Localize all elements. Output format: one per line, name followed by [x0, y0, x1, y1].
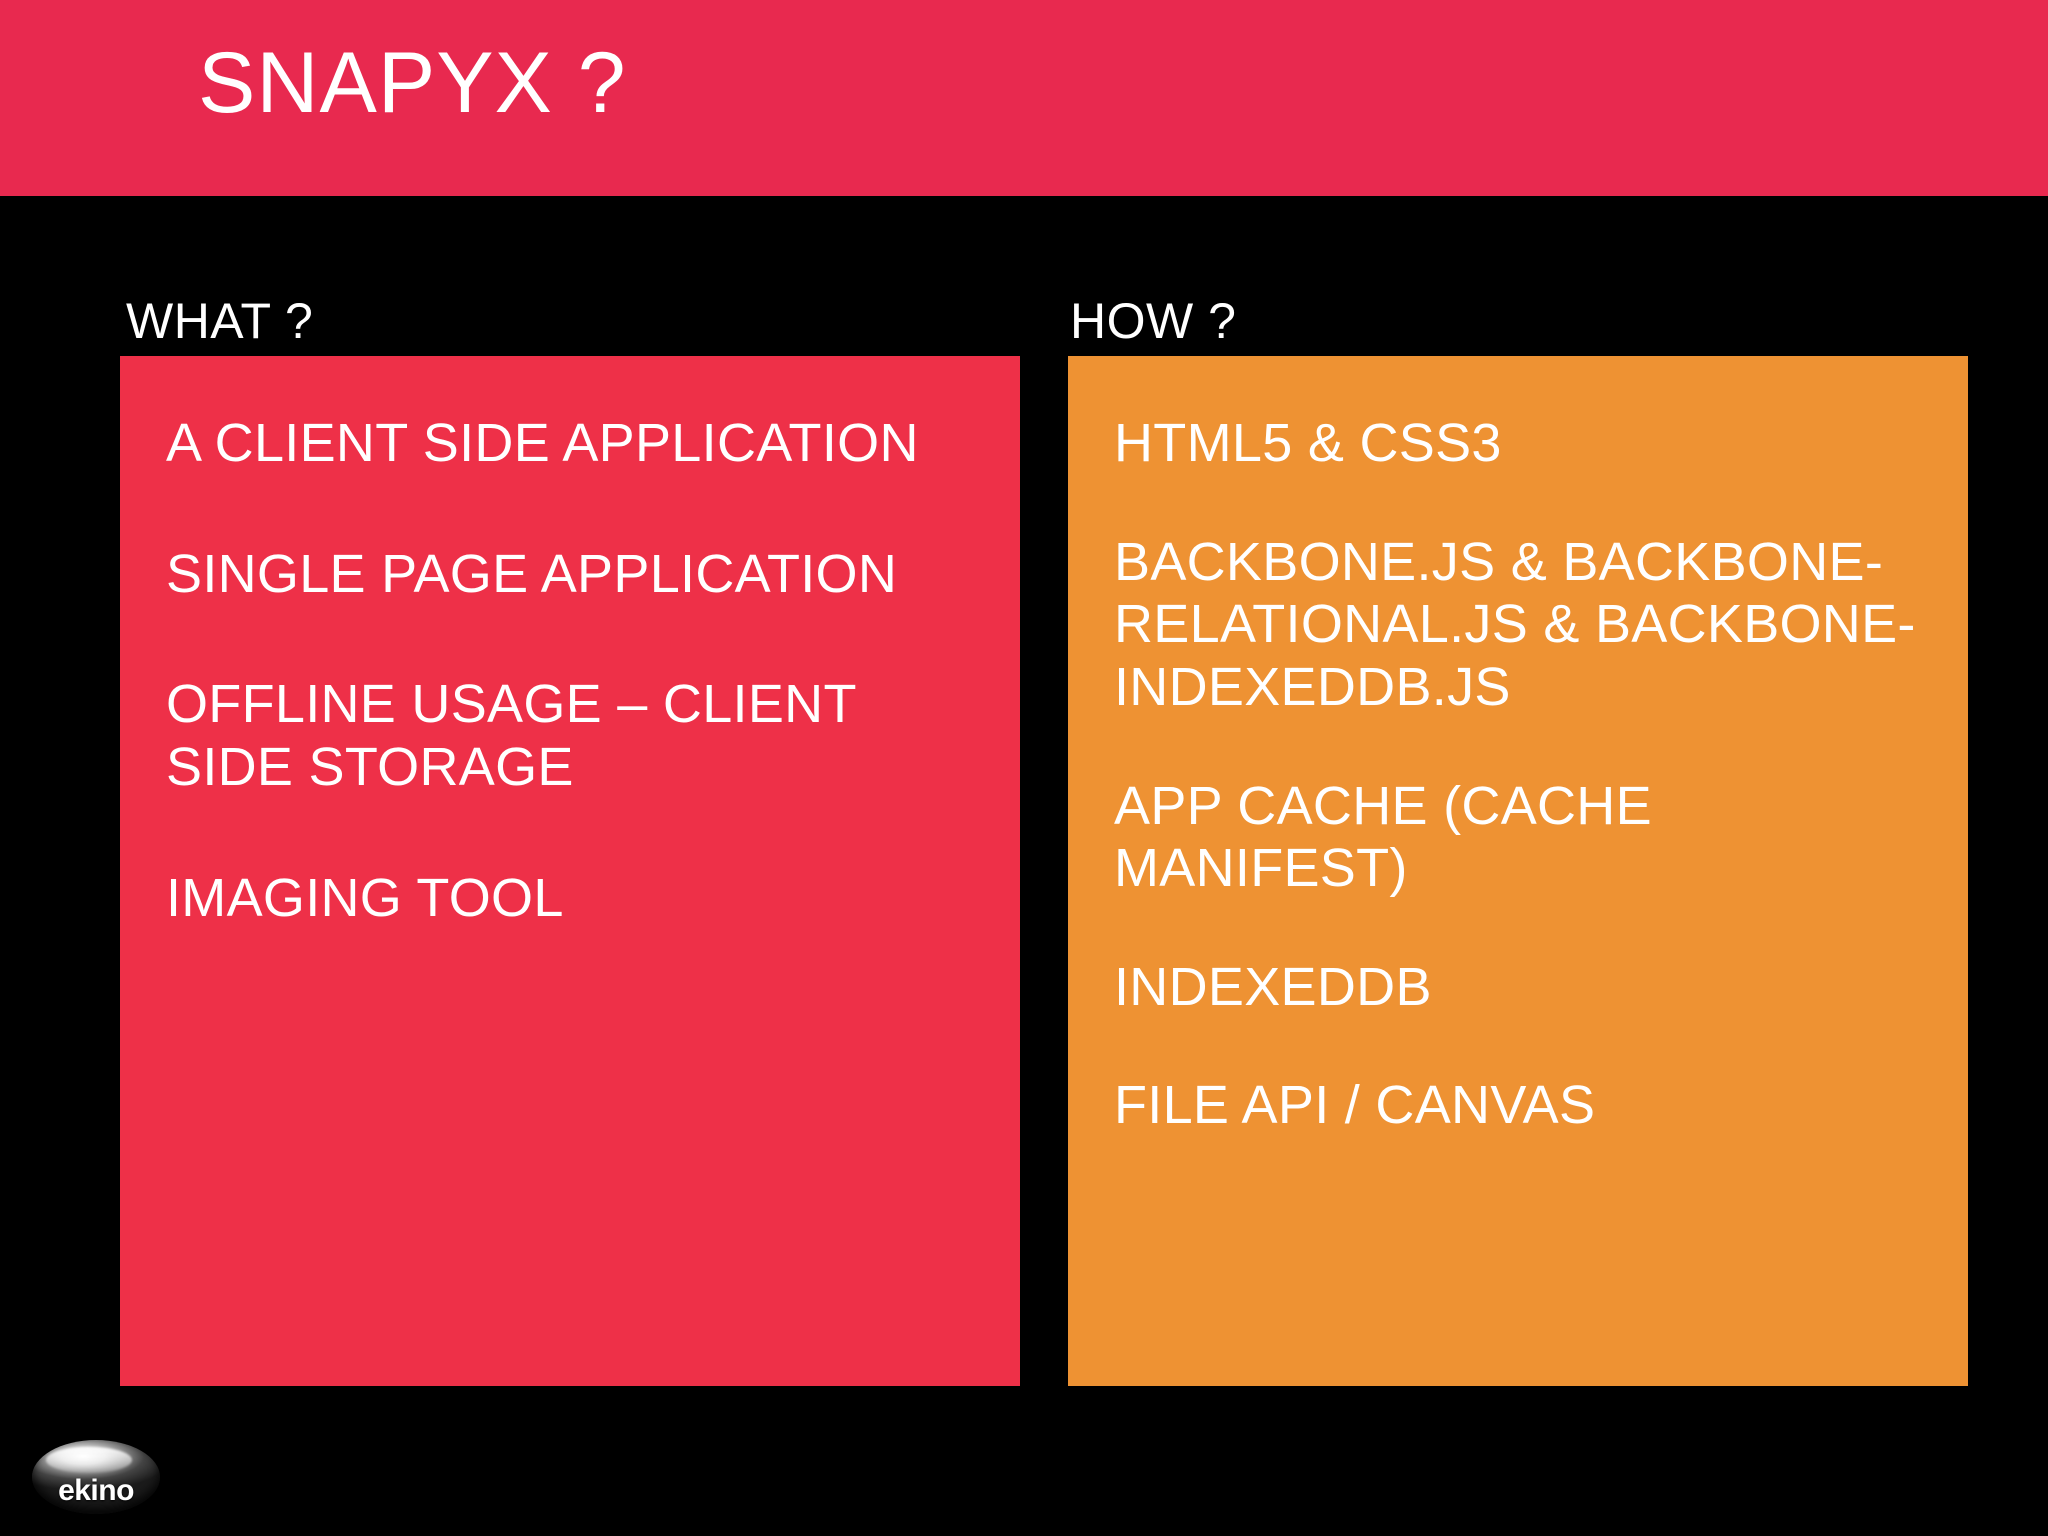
list-item: SINGLE PAGE APPLICATION [166, 543, 898, 604]
slide-header-bar: SNAPYX ? [0, 0, 2048, 196]
panel-what-list: A CLIENT SIDE APPLICATION SINGLE PAGE AP… [144, 412, 984, 929]
slide-title: SNAPYX ? [198, 35, 627, 131]
list-item: OFFLINE USAGE – CLIENT SIDE STORAGE [166, 674, 856, 797]
panel-what: A CLIENT SIDE APPLICATION SINGLE PAGE AP… [120, 356, 1020, 1386]
column-heading-what: WHAT ? [126, 293, 314, 349]
logo-gloss-highlight [46, 1447, 132, 1473]
logo-wordmark: ekino [58, 1474, 134, 1507]
panel-how-list: HTML5 & CSS3 BACKBONE.JS & BACKBONE-RELA… [1092, 412, 1932, 1137]
column-heading-how: HOW ? [1070, 293, 1237, 349]
list-item: BACKBONE.JS & BACKBONE-RELATIONAL.JS & B… [1114, 531, 1916, 717]
list-item: IMAGING TOOL [166, 867, 564, 928]
list-item: APP CACHE (CACHE MANIFEST) [1114, 775, 1652, 899]
ekino-logo: ekino [32, 1440, 160, 1514]
list-item: HTML5 & CSS3 [1114, 413, 1502, 473]
list-item: FILE API / CANVAS [1114, 1075, 1596, 1136]
panel-how: HTML5 & CSS3 BACKBONE.JS & BACKBONE-RELA… [1068, 356, 1968, 1386]
list-item: A CLIENT SIDE APPLICATION [166, 413, 919, 473]
list-item: INDEXEDDB [1114, 956, 1432, 1017]
